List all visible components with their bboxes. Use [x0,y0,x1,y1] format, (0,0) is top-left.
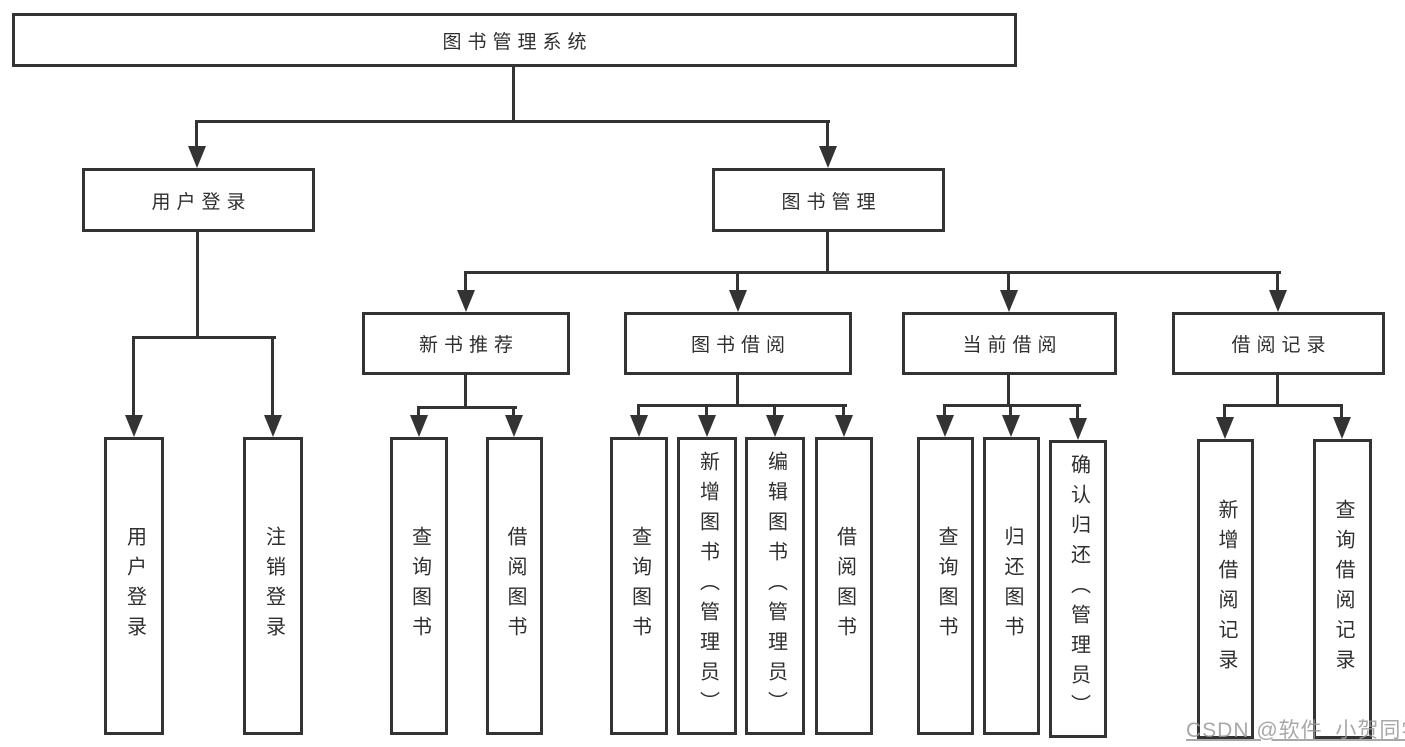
leaf-add-book-admin-label: 新增图书（管理员） [696,451,719,721]
connector-line [417,406,420,418]
leaf-borrow-books-label: 借阅图书 [833,526,856,646]
node-current-borrowing-label: 当前借阅 [962,335,1063,356]
leaf-query-books-borrow: 查询图书 [610,437,668,735]
leaf-add-book-admin: 新增图书（管理员） [677,437,737,735]
connector-line [705,404,708,418]
connector-line [132,336,135,417]
leaf-user-login-label: 用户登录 [123,526,146,646]
connector-line [1223,404,1343,407]
node-root: 图书管理系统 [12,13,1017,67]
arrow-down-icon [264,415,282,437]
connector-line [1007,271,1010,293]
connector-line [1276,374,1279,407]
arrow-down-icon [698,415,716,437]
connector-line [943,404,946,418]
node-book-borrowing: 图书借阅 [624,312,852,375]
connector-line [196,231,199,339]
node-book-borrowing-label: 图书借阅 [690,335,791,356]
arrow-down-icon [457,290,475,312]
connector-line [637,404,847,407]
leaf-confirm-return-admin-label: 确认归还（管理员） [1067,454,1090,724]
connector-line [1009,404,1012,418]
node-root-label: 图书管理系统 [442,31,593,53]
arrow-down-icon [936,415,954,437]
node-new-book-recommend-label: 新书推荐 [418,335,519,356]
csdn-watermark: CSDN @软件_小贺同学 [1186,719,1405,742]
leaf-logout: 注销登录 [243,437,303,735]
connector-line [1340,404,1343,420]
arrow-down-icon [125,415,143,437]
leaf-query-borrow-record: 查询借阅记录 [1313,439,1372,739]
node-user-login-label: 用户登录 [151,191,252,213]
node-book-management-label: 图书管理 [781,191,882,213]
arrow-down-icon [1000,290,1018,312]
arrow-down-icon [819,146,837,168]
connector-line [464,271,467,293]
connector-line [1276,271,1279,293]
connector-line [196,120,830,123]
connector-line [1076,404,1079,421]
connector-line [637,404,640,418]
leaf-query-books-recommend: 查询图书 [390,437,448,735]
node-book-management: 图书管理 [712,168,945,232]
arrow-down-icon [630,415,648,437]
node-borrowing-records: 借阅记录 [1172,312,1385,375]
leaf-return-book-label: 归还图书 [1001,526,1023,646]
leaf-query-books-borrow-label: 查询图书 [628,526,651,646]
leaf-confirm-return-admin: 确认归还（管理员） [1049,440,1107,738]
connector-line [417,406,517,409]
connector-line [1223,404,1226,420]
arrow-down-icon [505,415,523,437]
connector-line [943,404,1081,407]
connector-line [271,336,274,417]
leaf-edit-book-admin: 编辑图书（管理员） [745,437,805,735]
arrow-down-icon [410,415,428,437]
leaf-query-borrow-record-label: 查询借阅记录 [1332,499,1354,679]
arrow-down-icon [835,415,853,437]
arrow-down-icon [1333,417,1351,439]
leaf-add-borrow-record: 新增借阅记录 [1197,439,1254,739]
arrow-down-icon [729,290,747,312]
connector-line [1007,374,1010,407]
connector-line [132,336,276,339]
node-borrowing-records-label: 借阅记录 [1231,335,1332,356]
connector-line [826,120,829,150]
connector-line [736,374,739,407]
connector-line [195,120,198,150]
connector-line [512,406,515,418]
leaf-user-login: 用户登录 [104,437,164,735]
leaf-query-books-current-label: 查询图书 [935,526,957,646]
leaf-logout-label: 注销登录 [262,526,285,646]
connector-line [842,404,845,418]
arrow-down-icon [1002,415,1020,437]
leaf-borrow-books: 借阅图书 [815,437,873,735]
leaf-edit-book-admin-label: 编辑图书（管理员） [764,451,787,721]
connector-line [736,271,739,293]
node-user-login: 用户登录 [82,168,315,232]
arrow-down-icon [188,146,206,168]
leaf-query-books-current: 查询图书 [917,437,974,735]
leaf-return-book: 归还图书 [983,437,1040,735]
connector-line [773,404,776,418]
connector-line [512,67,515,123]
leaf-borrow-books-recommend: 借阅图书 [486,437,543,735]
node-current-borrowing: 当前借阅 [902,312,1117,375]
leaf-query-books-recommend-label: 查询图书 [408,526,431,646]
connector-line [464,271,1281,274]
arrow-down-icon [1216,417,1234,439]
arrow-down-icon [766,415,784,437]
arrow-down-icon [1269,290,1287,312]
leaf-add-borrow-record-label: 新增借阅记录 [1215,499,1237,679]
connector-line [826,231,829,274]
connector-line [464,374,467,409]
leaf-borrow-books-recommend-label: 借阅图书 [504,526,526,646]
node-new-book-recommend: 新书推荐 [362,312,570,375]
arrow-down-icon [1069,418,1087,440]
